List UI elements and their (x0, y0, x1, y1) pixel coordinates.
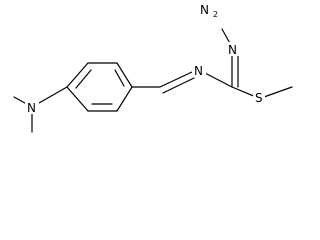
benzene-ring (66, 62, 133, 112)
imine-n-label: N (194, 64, 203, 78)
hydrazine-h-count: 2 (213, 10, 218, 19)
hydrazine-nh2-label: N 2 (200, 3, 218, 19)
bond-ch-n-double (159, 71, 193, 88)
dimethylamino-n-label: N (27, 101, 36, 115)
ring-inner-double-bond (75, 69, 92, 89)
ring-bond (66, 62, 89, 88)
ring-bond (116, 62, 133, 88)
thioether-s-label: S (255, 91, 263, 105)
ring-bond (116, 86, 133, 112)
ring-inner-double-bond (114, 69, 125, 87)
bond-s-methyl (263, 86, 293, 98)
ring-bond (66, 86, 89, 112)
bond-ch-n-double (162, 77, 195, 94)
imine-n-upper-label: N (228, 43, 237, 57)
bond-n-to-c (202, 71, 233, 88)
chemical-structure: N 2 N N S N (13, 3, 293, 133)
hydrazine-n-symbol: N (200, 3, 209, 17)
bond-c-s (231, 86, 257, 98)
